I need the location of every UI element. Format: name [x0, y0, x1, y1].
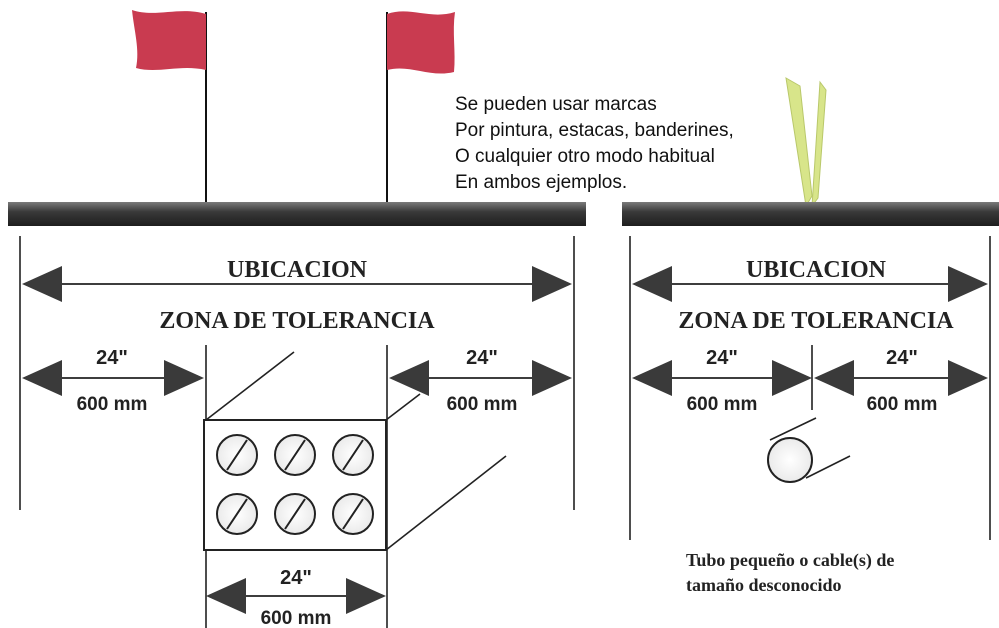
left-tolerance-right-mm: 600 mm	[447, 394, 518, 415]
left-tolerance-left-inch: 24"	[96, 347, 128, 369]
pipe-caption-line-1: Tubo pequeño o cable(s) de	[686, 550, 894, 571]
note-line-3: O cualquier otro modo habitual	[455, 146, 715, 167]
duct-conduit	[216, 434, 374, 535]
duct-width-inch: 24"	[280, 567, 312, 589]
left-ubicacion-arrow	[22, 266, 572, 302]
duct-width-arrow	[206, 578, 386, 614]
note-line-1: Se pueden usar marcas	[455, 94, 657, 115]
right-tolerance-right-arrow	[814, 360, 988, 396]
pipe-caption-line-2: tamaño desconocido	[686, 575, 842, 595]
note-line-4: En ambos ejemplos.	[455, 172, 627, 193]
flag-left-banner	[132, 10, 206, 70]
right-ubicacion-arrow	[632, 266, 988, 302]
flag-right	[386, 11, 455, 206]
right-tolerance-left-arrow	[632, 360, 812, 396]
flag-right-banner	[387, 11, 455, 74]
left-tolerance-right-arrow	[389, 360, 572, 396]
right-zona-label: ZONA DE TOLERANCIA	[678, 308, 954, 334]
right-tolerance-right-inch: 24"	[886, 347, 918, 369]
right-ubicacion-label: UBICACION	[746, 257, 887, 283]
ground-left	[8, 202, 586, 226]
stake-marker	[785, 77, 827, 208]
note-line-2: Por pintura, estacas, banderines,	[455, 120, 734, 141]
ground-right	[622, 202, 999, 226]
left-tolerance-right-inch: 24"	[466, 347, 498, 369]
right-tolerance-left-inch: 24"	[706, 347, 738, 369]
duct-width-mm: 600 mm	[261, 608, 332, 628]
small-pipe	[767, 417, 851, 483]
flag-left	[132, 10, 207, 206]
left-ubicacion-label: UBICACION	[227, 257, 368, 283]
left-tolerance-left-mm: 600 mm	[77, 394, 148, 415]
right-tolerance-right-mm: 600 mm	[867, 394, 938, 415]
duct-bank	[203, 351, 507, 551]
left-tolerance-left-arrow	[22, 360, 204, 396]
left-zona-label: ZONA DE TOLERANCIA	[159, 308, 435, 334]
right-tolerance-left-mm: 600 mm	[687, 394, 758, 415]
